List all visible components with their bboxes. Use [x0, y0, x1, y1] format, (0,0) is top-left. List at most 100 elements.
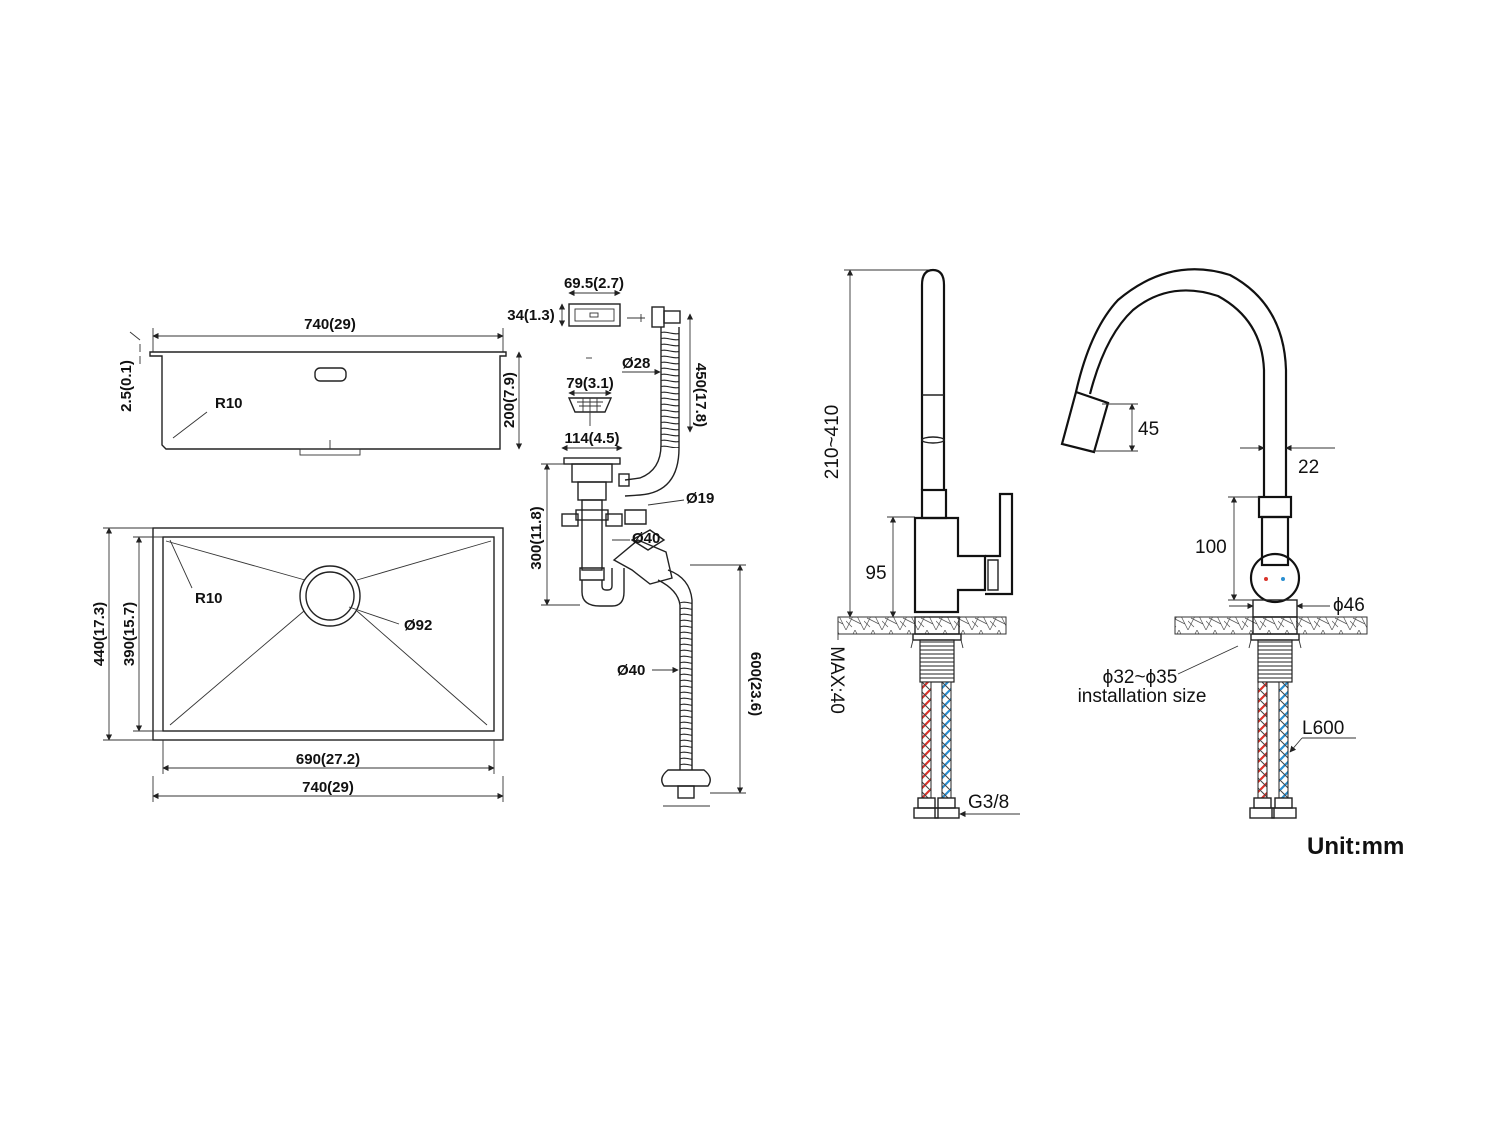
base-diameter-label: ϕ46 [1333, 595, 1365, 616]
hot-supply-hose [1257, 681, 1268, 799]
flange-label: 114(4.5) [564, 430, 619, 447]
lever-pivot [987, 559, 999, 591]
overflow-cover-slot [574, 308, 615, 322]
inner-depth-label: 390(15.7) [121, 602, 138, 666]
side-inlet-left [561, 513, 579, 527]
inner-width-label: 690(27.2) [296, 751, 360, 768]
faucet-spout-side [920, 268, 946, 490]
overflow-slot [314, 367, 347, 382]
max-deck-thickness-label: MAX:40 [826, 646, 847, 714]
unit-label: Unit:mm [1307, 833, 1404, 860]
mounting-washer [1250, 633, 1300, 641]
hose-nut [1271, 807, 1297, 819]
drain-diameter-label: Ø92 [404, 617, 432, 634]
trap-elbow [612, 539, 673, 585]
lip-thickness-label: 2.5(0.1) [118, 360, 135, 412]
hose-diameter-label: Ø40 [617, 662, 645, 679]
spout-arc-outer [1074, 268, 1288, 497]
sink-inner-basin [162, 536, 495, 732]
countertop-section [1174, 616, 1368, 635]
outer-width-label: 740(29) [302, 779, 354, 796]
spray-head-label: 45 [1138, 419, 1159, 440]
faucet-side-view: 210~410 95 MAX:40 G3/8 [822, 268, 1020, 819]
body-height-label: 95 [865, 563, 886, 584]
body-height-front-label: 100 [1195, 537, 1227, 558]
cold-indicator-icon [1281, 577, 1285, 581]
faucet-lever-side [985, 492, 1014, 596]
overflow-fitting-nut [663, 310, 681, 324]
mounting-pins [910, 639, 964, 649]
faucet-front-view: 45 22 100 ϕ46 ϕ32~ϕ35 installation size [1060, 268, 1368, 819]
corner-radius-label: R10 [215, 395, 243, 412]
countertop-section [837, 616, 1007, 635]
trap-height-label: 300(11.8) [528, 506, 545, 569]
leader-line [1177, 645, 1239, 675]
install-hole-label: ϕ32~ϕ35 [1103, 667, 1178, 688]
drain-hose-edge [667, 569, 693, 770]
spout-collar [920, 488, 948, 520]
spray-head [1060, 390, 1110, 454]
trap-elbow-cap [630, 529, 666, 551]
trap-side-tee [575, 509, 609, 521]
sink-section-outline [149, 351, 507, 450]
front-collar [1257, 495, 1293, 519]
drain-hose-edge [657, 579, 681, 770]
overflow-inlet [618, 473, 630, 487]
trap-diameter-label: Ø40 [632, 530, 660, 547]
hose-length-front-label: L600 [1302, 718, 1344, 739]
hot-indicator-icon [1264, 577, 1268, 581]
mounting-pins [1248, 639, 1302, 649]
overflow-width-label: 69.5(2.7) [564, 275, 624, 292]
drain-outer-ring [299, 565, 361, 627]
drain-slope-line [165, 540, 306, 581]
trap-tailpiece [581, 499, 603, 571]
strainer-label: 79(3.1) [566, 375, 614, 392]
side-inlet-right [605, 513, 623, 527]
drain-inner-ring [305, 571, 355, 621]
front-body-handle [1249, 552, 1301, 604]
overflow-cover [568, 303, 621, 327]
drain-hose-ribs [680, 600, 692, 770]
cold-supply-hose [941, 681, 952, 799]
strainer-mesh [577, 398, 603, 412]
hose-nut [1249, 807, 1275, 819]
overflow-pipe-ribs [661, 330, 679, 448]
mounting-thread [1257, 639, 1293, 683]
hose-nut [913, 807, 939, 819]
outer-depth-label: 440(17.3) [91, 602, 108, 666]
faucet-body-side [913, 516, 987, 614]
front-body-stem [1260, 515, 1290, 567]
spout-ring [921, 436, 945, 444]
neck-width-label: 22 [1298, 457, 1319, 478]
overflow-screw-icon [627, 314, 645, 322]
hose-nut [934, 807, 960, 819]
leader-line [169, 539, 193, 589]
overflow-pipe-edge [624, 327, 662, 481]
overflow-length-label: 450(17.8) [692, 363, 709, 427]
hose-length-label: 600(23.6) [747, 652, 764, 716]
sink-width-label: 740(29) [304, 316, 356, 333]
overflow-fitting [651, 306, 665, 328]
hose-floor-flange [661, 769, 711, 787]
mounting-thread [919, 639, 955, 683]
leader-line [647, 499, 685, 506]
cold-supply-hose [1278, 681, 1289, 799]
spout-arc-inner [1088, 289, 1266, 497]
side-inlet-cap [624, 509, 647, 525]
leader-line [348, 606, 400, 625]
drain-outlet [299, 448, 361, 456]
drain-nut [577, 481, 607, 501]
overflow-height-label: 34(1.3) [507, 307, 555, 324]
hose-ferrule [1253, 797, 1272, 809]
trap-u-bend-inner [601, 568, 613, 591]
faucet-height-label: 210~410 [822, 405, 843, 480]
drain-flange [563, 457, 621, 465]
plan-corner-radius-label: R10 [195, 590, 223, 607]
mounting-washer [912, 633, 962, 641]
hose-ferrule [1274, 797, 1293, 809]
drain-slope-line [169, 610, 305, 726]
hot-supply-hose [921, 681, 932, 799]
hose-ferrule [937, 797, 956, 809]
drain-slope-line [356, 610, 488, 726]
